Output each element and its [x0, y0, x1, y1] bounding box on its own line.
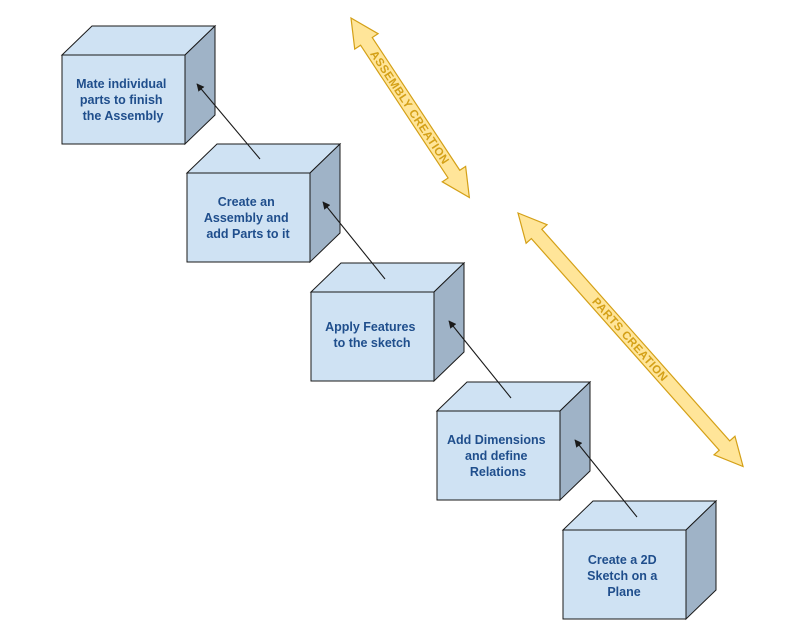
- parts-band-arrow-shape: [517, 211, 744, 468]
- box-front-face: [186, 172, 311, 263]
- arrow-features-to-assembly: [322, 201, 386, 280]
- box-create-sketch: Create a 2D Sketch on a Plane: [561, 499, 718, 621]
- box-label: Apply Features to the sketch: [325, 320, 419, 350]
- box-front-face: [562, 529, 687, 620]
- connector-arrows: [196, 83, 638, 518]
- assembly-band-arrow-shape: [350, 16, 471, 199]
- box-create-assembly: Create an Assembly and add Parts to it: [185, 142, 342, 264]
- box-mate-assembly: Mate individual parts to finish the Asse…: [60, 24, 217, 146]
- arrow-assembly-to-mate: [196, 83, 261, 160]
- parts-creation-label: PARTS CREATION: [589, 296, 669, 384]
- arrow-sketch-to-dimensions: [574, 439, 638, 518]
- assembly-creation-label: ASSEMBLY CREATION: [367, 49, 451, 167]
- box-label: Create a 2D Sketch on a Plane: [587, 553, 661, 599]
- assembly-creation-band: ASSEMBLY CREATION: [350, 16, 471, 199]
- box-apply-features: Apply Features to the sketch: [309, 261, 466, 383]
- box-front-face: [61, 54, 186, 145]
- box-label: Mate individual parts to finish the Asse…: [76, 77, 170, 123]
- box-label: Create an Assembly and add Parts to it: [204, 195, 292, 241]
- box-label: Add Dimensions and define Relations: [447, 433, 549, 479]
- arrow-dimensions-to-features: [448, 320, 512, 399]
- box-front-face: [436, 410, 561, 501]
- box-front-face: [310, 291, 435, 382]
- box-add-dimensions: Add Dimensions and define Relations: [435, 380, 592, 502]
